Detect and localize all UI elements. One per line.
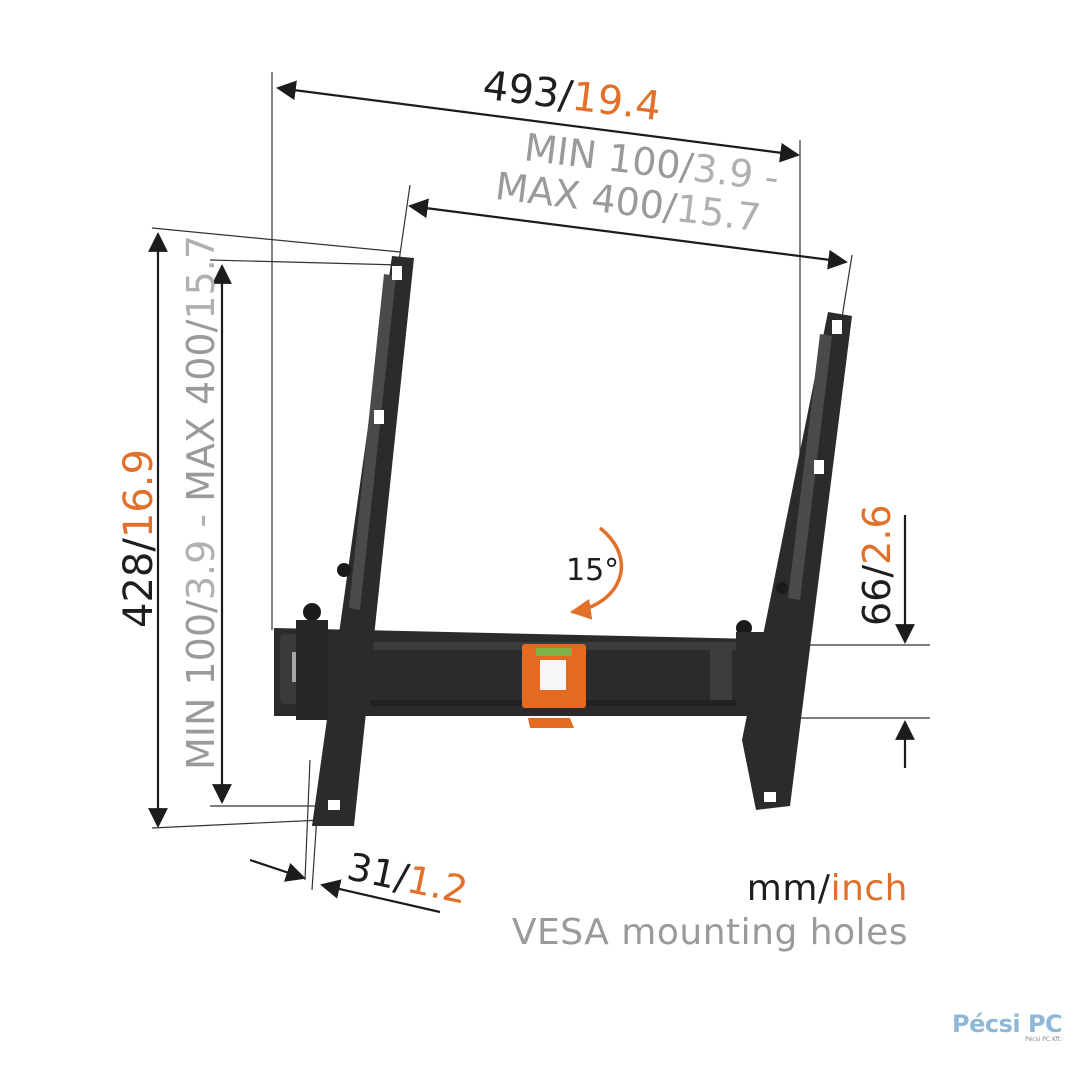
dimension-lines — [148, 80, 915, 914]
left-bracket-arm — [296, 256, 414, 826]
rotation-arrow-icon — [569, 526, 624, 620]
vesa-vertical-label: MIN 100/3.9 - MAX 400/15.7 — [179, 235, 223, 770]
vesa-legend: VESA mounting holes — [511, 912, 908, 953]
units-inch: inch — [830, 868, 908, 909]
height-dimension-label: 428/16.9 — [116, 449, 162, 628]
width-dimension-label: 493/19.4 — [480, 63, 663, 130]
spirit-level-icon — [522, 644, 586, 728]
width-dim-line — [276, 80, 800, 163]
brand-name: Pécsi PC — [952, 1010, 1063, 1038]
tilt-angle-label: 15° — [566, 553, 619, 588]
brand-logo: Pécsi PC Pécsi PC Kft. — [952, 1010, 1063, 1043]
units-legend: mm/inch — [747, 868, 908, 909]
depth-dim-left — [249, 858, 306, 882]
vesa-horizontal-label: MIN 100/3.9 - MAX 400/15.7 — [493, 125, 781, 240]
depth-dimension-label: 31/1.2 — [343, 844, 471, 912]
vesa-h-dim-line — [408, 198, 848, 270]
depth-dim-right — [320, 879, 441, 914]
units-mm: mm/ — [746, 868, 831, 909]
right-bracket-arm — [736, 312, 852, 810]
rail-height-label: 66/2.6 — [855, 504, 899, 626]
brand-tag: Pécsi PC Kft. — [1025, 1036, 1063, 1043]
